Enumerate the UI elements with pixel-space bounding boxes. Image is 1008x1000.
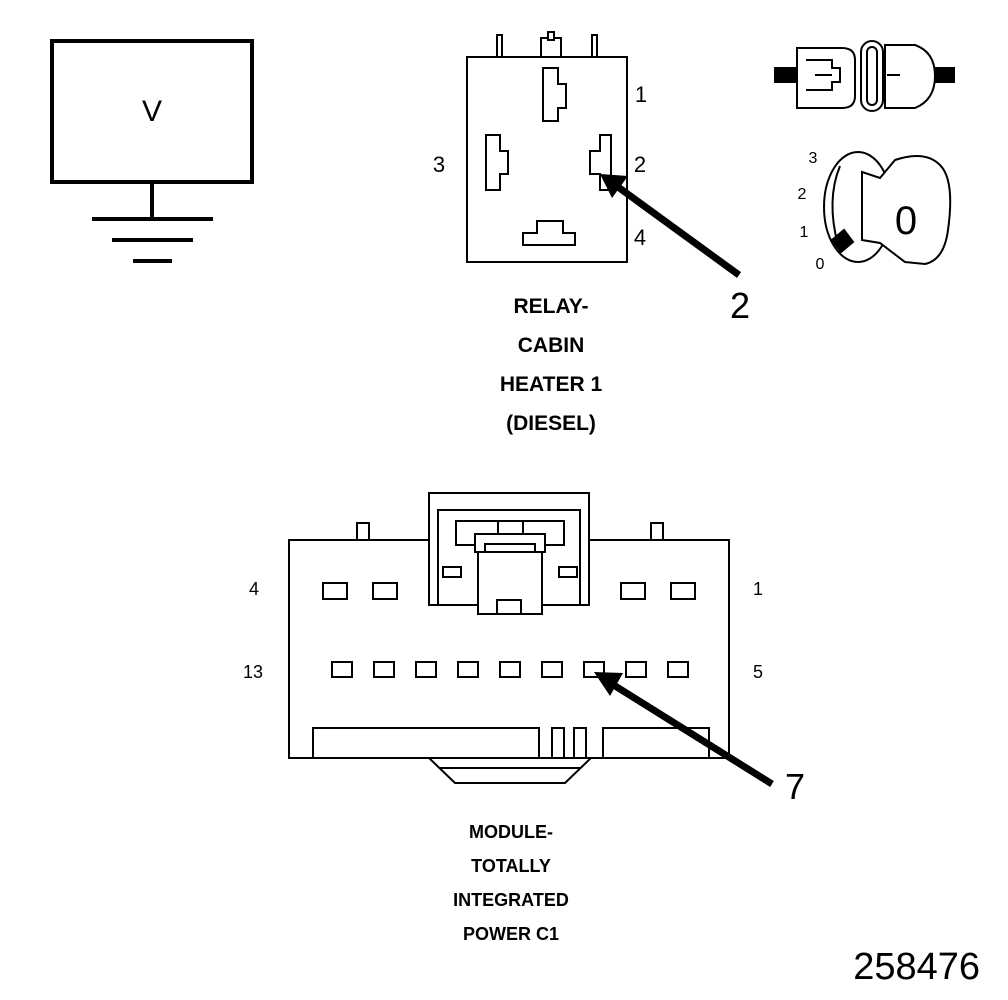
voltmeter-symbol: V [142,95,162,128]
ignition-position-1: 1 [800,224,809,241]
ignition-key-icon [823,151,952,266]
relay-pin-2-label: 2 [634,152,646,177]
relay-title-line-2: CABIN [518,334,585,357]
ignition-position-3: 3 [809,150,818,167]
relay-title-line-3: HEATER 1 [500,373,603,396]
module-pin-13-label: 13 [243,662,263,682]
voltmeter-icon [50,39,254,219]
key-position-label: 0 [895,199,917,243]
module-pin-5-label: 5 [753,662,763,682]
relay-title-line-4: (DIESEL) [506,412,596,435]
ignition-position-0: 0 [816,256,825,273]
relay-pin-3-label: 3 [433,152,445,177]
relay-callout-arrow [600,174,742,278]
module-pin-4-label: 4 [249,579,259,599]
relay-pin-1-label: 1 [635,82,647,107]
figure-id: 258476 [853,946,980,988]
relay-title-line-1: RELAY- [513,295,588,318]
module-title-line-2: TOTALLY [471,856,551,876]
module-callout-arrow [594,672,774,787]
ground-icon [92,217,213,263]
switch-plug-icon [774,40,955,112]
relay-pin-4-label: 4 [634,225,646,250]
relay-callout-number: 2 [730,285,750,326]
module-connector [288,492,730,784]
relay-connector [466,31,628,263]
module-pin-1-label: 1 [753,579,763,599]
module-title-line-4: POWER C1 [463,924,559,944]
module-title-line-1: MODULE- [469,822,553,842]
module-callout-number: 7 [785,766,805,807]
ignition-position-2: 2 [798,186,807,203]
module-title-line-3: INTEGRATED [453,890,569,910]
